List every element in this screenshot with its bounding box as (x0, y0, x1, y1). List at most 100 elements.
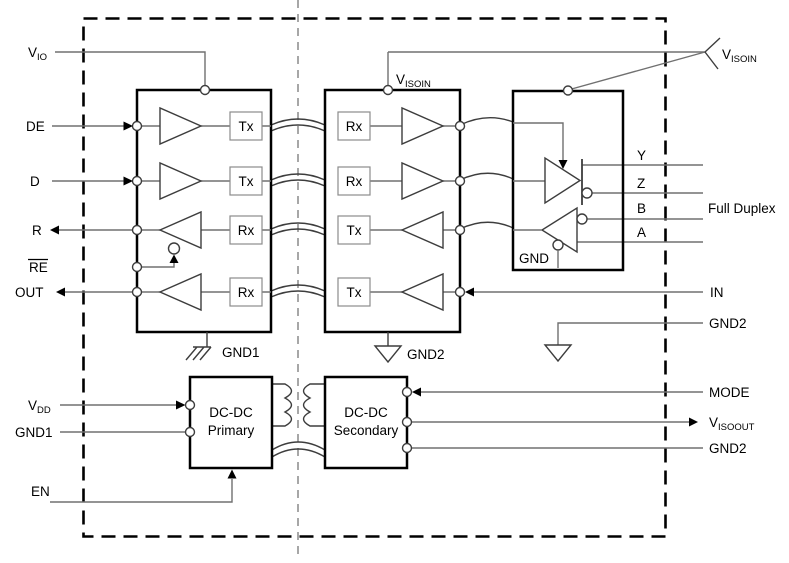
row1-buffer-triangle (159, 106, 203, 146)
channel4-arc-pair (270, 284, 326, 298)
row3-rx-box (229, 215, 263, 245)
isolation-coupling-arcs (270, 117, 514, 458)
bus-side-block: Rx Rx Tx Tx (323, 84, 466, 334)
vio-label: VIO (28, 45, 47, 63)
mrow1-rx-box (337, 111, 371, 141)
en-label: EN (31, 484, 50, 499)
mode-label: MODE (709, 385, 750, 400)
mode-arrowhead (412, 387, 421, 397)
gnd1-pin-label: GND1 (15, 425, 53, 440)
visoin-diagonal-wire (567, 51, 706, 91)
package-outline (82, 17, 667, 538)
gnd2-right-triangle (543, 344, 573, 363)
mrow3-tx-box (337, 215, 371, 245)
out-arrowhead (56, 287, 65, 297)
full-duplex-label: Full Duplex (708, 201, 776, 216)
receiver-enable-bubble (167, 242, 181, 255)
dcdc-transformer (272, 383, 325, 427)
fd-gnd-label: GND (519, 251, 549, 266)
row1-tx-box (229, 111, 263, 141)
gnd2-right-label: GND2 (709, 316, 747, 331)
row2-buffer-triangle (159, 161, 203, 201)
mrow2-buffer-triangle (401, 161, 445, 201)
arrowheads (50, 121, 698, 479)
b-invert-bubble (576, 213, 588, 225)
dcdc-primary-outline (188, 375, 274, 470)
row3-buffer-triangle (158, 210, 202, 250)
dcdc-arc-pair (271, 441, 326, 458)
re-terminal (131, 261, 143, 273)
visoin-net-ticks (704, 37, 721, 70)
vdd-terminal (184, 399, 196, 411)
mrow3-tx-label: Tx (347, 223, 362, 238)
re-label: RE (29, 260, 48, 275)
out-label: OUT (15, 285, 44, 300)
visoin-terminal (382, 84, 394, 96)
mrow1-terminal (454, 120, 466, 132)
mrow3-terminal (454, 224, 466, 236)
r-arrowhead (50, 225, 59, 235)
row3-rx-label: Rx (238, 223, 255, 238)
in-label: IN (710, 285, 724, 300)
mrow1-rx-label: Rx (346, 119, 363, 134)
a-label: A (637, 225, 646, 240)
mrow2-terminal (454, 175, 466, 187)
vio-terminal (199, 84, 211, 96)
right-channel3-arc (459, 221, 514, 230)
dcdc-primary-line1: DC-DC (209, 405, 253, 420)
right-channel2-arc (459, 172, 514, 181)
row4-rx-box (229, 277, 263, 307)
d-arrowhead (123, 176, 133, 186)
gnd1-hatch (185, 332, 212, 361)
pin-wires (50, 37, 721, 503)
row2-tx-box (229, 166, 263, 196)
visoout-terminal (401, 416, 413, 428)
visoin-right-label: VISOIN (722, 47, 757, 65)
row1-tx-label: Tx (239, 119, 254, 134)
b-label: B (637, 201, 646, 216)
de-arrowhead (123, 121, 133, 131)
gnd2-mid-symbol: GND2 (373, 332, 445, 364)
gnd2-mid-label: GND2 (407, 347, 445, 362)
de-label: DE (26, 119, 45, 134)
right-channel1-arc (459, 117, 514, 126)
visoin-mid-label: VISOIN (396, 72, 431, 90)
transformer-primary-coil (272, 383, 293, 427)
gnd2-bottom-label: GND2 (709, 441, 747, 456)
fd-visoin-terminal (562, 85, 574, 96)
transformer-secondary-coil (302, 383, 325, 427)
mrow4-buffer-triangle (400, 272, 444, 312)
de-terminal (131, 120, 143, 132)
logic-side-block: Tx Tx Rx Rx (131, 84, 273, 334)
dcdc-secondary-block: DC-DC Secondary (323, 375, 413, 470)
mrow2-rx-box (337, 166, 371, 196)
visoout-label: VISOOUT (709, 415, 755, 433)
channel3-arc-pair (270, 222, 326, 236)
fd-driver-entry1 (513, 122, 564, 161)
y-label: Y (637, 148, 646, 163)
d-label: D (30, 174, 40, 189)
d-terminal (131, 175, 143, 187)
z-invert-bubble (581, 187, 593, 199)
r-terminal (131, 224, 143, 236)
dcdc-primary-block: DC-DC Primary (184, 375, 274, 470)
mrow2-rx-label: Rx (346, 174, 363, 189)
re-wire (137, 263, 175, 268)
r-label: R (32, 223, 42, 238)
gnd2-mid-triangle (373, 345, 403, 364)
en-arrowhead (227, 469, 237, 479)
row4-buffer-triangle (158, 272, 202, 312)
row4-rx-label: Rx (238, 285, 255, 300)
dcdc-secondary-line2: Secondary (334, 423, 399, 438)
gnd2-right-wire (557, 322, 703, 345)
in-arrowhead (465, 287, 474, 297)
gnd1-symbol: GND1 (185, 332, 260, 361)
vdd-arrowhead (176, 400, 186, 410)
dcdc-primary-line2: Primary (208, 423, 255, 438)
mrow4-terminal (454, 286, 466, 298)
gnd1-terminal (184, 426, 196, 438)
mrow4-tx-box (337, 277, 371, 307)
vio-wire (55, 51, 206, 86)
